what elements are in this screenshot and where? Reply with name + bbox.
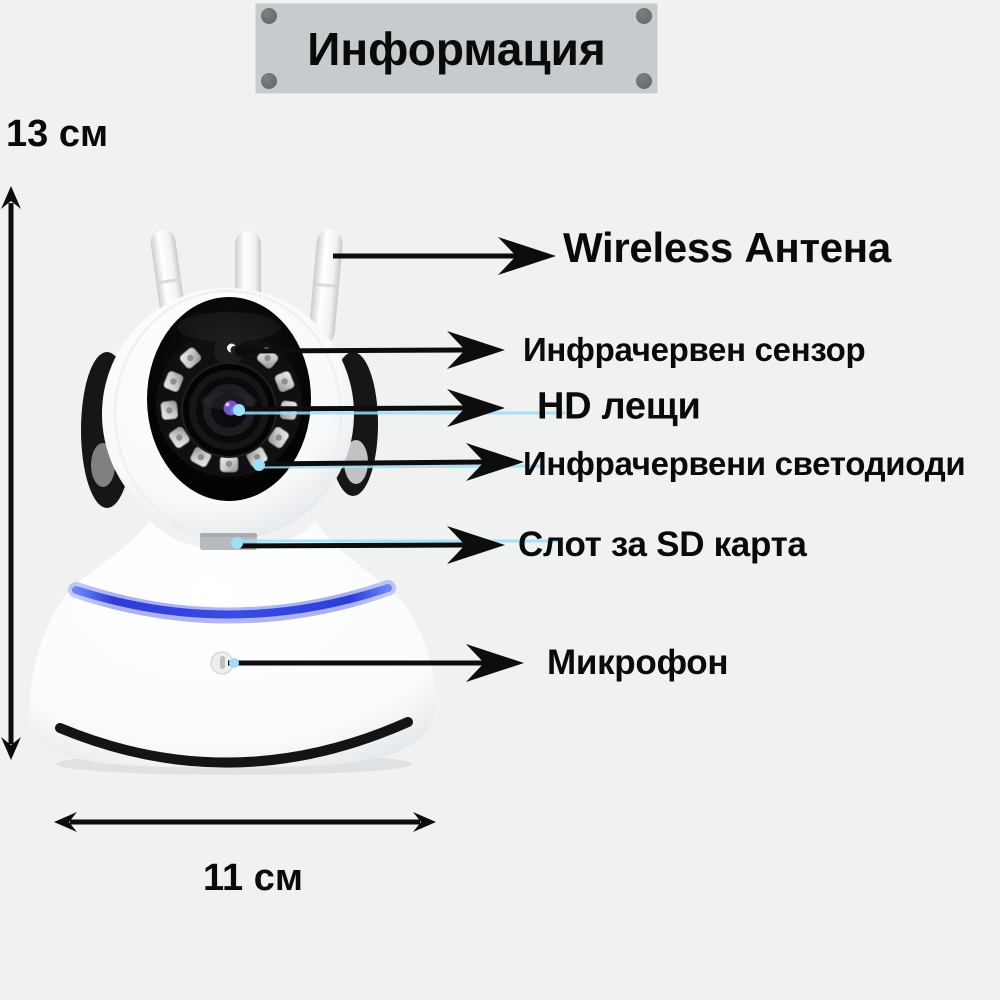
leader-sd-slot	[231, 526, 560, 564]
camera-body	[29, 520, 435, 768]
height-measure-line	[1, 186, 21, 760]
antenna-right	[308, 229, 343, 345]
ir-led-ring	[160, 347, 298, 473]
screw-icon	[636, 73, 652, 89]
screw-icon	[261, 73, 277, 89]
info-banner: Информация	[255, 3, 658, 94]
label-ir-sensor: Инфрачервен сензор	[523, 331, 866, 368]
width-measure-line	[54, 812, 436, 832]
label-microphone: Микрофон	[547, 643, 729, 682]
leader-hd-lens	[233, 389, 565, 427]
width-dimension-label: 11 см	[203, 857, 303, 899]
leader-ir-leds	[253, 443, 546, 481]
screw-icon	[261, 8, 277, 24]
label-hd-lens: HD лещи	[537, 385, 701, 428]
height-dimension-label: 13 см	[6, 113, 109, 155]
base-rim	[55, 717, 413, 768]
page-title: Информация	[307, 22, 606, 75]
leader-ir-sensor	[235, 331, 505, 369]
label-sd-slot: Слот за SD карта	[518, 525, 807, 564]
status-led-ring	[68, 580, 396, 624]
screw-icon	[636, 8, 652, 24]
label-wireless-antenna: Wireless Антена	[563, 224, 891, 271]
leader-microphone	[228, 644, 524, 682]
label-ir-leds: Инфрачервени светодиоди	[523, 445, 966, 482]
leader-antenna	[333, 237, 556, 275]
